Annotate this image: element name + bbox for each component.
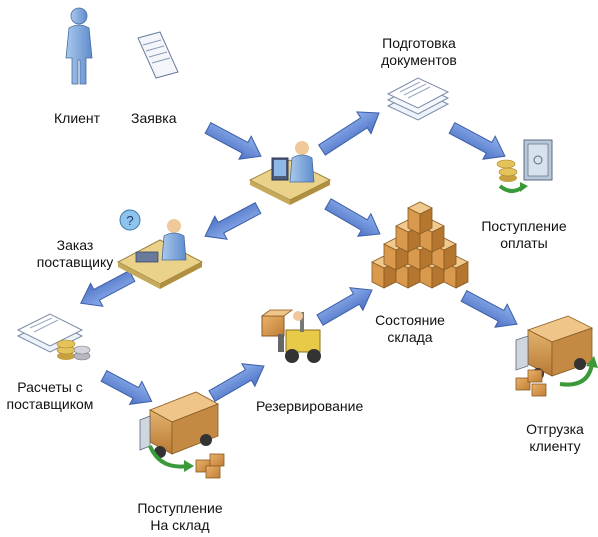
client-person-icon [65, 7, 93, 85]
request-document-icon [137, 31, 179, 79]
payment-line-1: Поступление [481, 218, 567, 234]
shipment-line-2: клиенту [529, 438, 581, 454]
settlements-docs-coins-icon [16, 313, 91, 361]
arrow-operator-to-supplier-order [204, 202, 262, 240]
documents-stack-icon [386, 77, 450, 121]
arrow-docs-to-payment [448, 122, 506, 160]
shipment-truck-icon [515, 315, 598, 397]
supplier-order-line-2: поставщику [36, 254, 114, 270]
prepare-docs-line-2: документов [381, 52, 457, 68]
receipt-line-1: Поступление [137, 500, 223, 516]
shipment-line-1: Отгрузка [526, 421, 584, 437]
receipt-label: Поступление На склад [130, 500, 230, 534]
settlements-line-1: Расчеты с [17, 379, 83, 395]
question-mark-icon: ? [126, 213, 133, 228]
prepare-docs-label: Подготовка документов [374, 35, 464, 69]
arrow-receipt-to-reservation [208, 363, 265, 402]
warehouse-boxes-icon [371, 201, 469, 289]
flow-arrows [80, 111, 518, 406]
payment-line-2: оплаты [500, 235, 548, 251]
prepare-docs-line-1: Подготовка [382, 35, 456, 51]
payment-label: Поступление оплаты [478, 218, 570, 252]
supplier-order-line-1: Заказ [56, 237, 94, 253]
arrow-reservation-to-warehouse [316, 287, 373, 326]
supplier-order-label: Заказ поставщику [28, 237, 122, 271]
supplier-order-operator-icon: ? [116, 209, 204, 289]
shipment-label: Отгрузка клиенту [512, 421, 598, 455]
arrow-warehouse-to-shipment [460, 290, 518, 328]
request-label: Заявка [131, 110, 177, 126]
reservation-label: Резервирование [256, 398, 364, 414]
payment-safe-icon [496, 139, 553, 193]
settlements-line-2: поставщиком [6, 396, 94, 412]
arrow-request-to-operator [204, 122, 262, 160]
arrow-operator-to-warehouse [324, 198, 381, 237]
receipt-line-2: На склад [150, 517, 210, 533]
receipt-truck-icon [139, 391, 225, 479]
client-label: Клиент [54, 110, 101, 126]
arrow-supplier-order-to-settlements [80, 270, 136, 307]
operator-computer-icon [248, 141, 332, 205]
warehouse-state-line-1: Состояние [375, 312, 445, 328]
arrow-operator-to-docs [318, 111, 380, 156]
settlements-label: Расчеты с поставщиком [0, 379, 100, 413]
warehouse-state-line-2: склада [387, 329, 433, 345]
arrow-settlements-to-receipt [100, 370, 153, 406]
warehouse-state-label: Состояние склада [364, 312, 456, 346]
forklift-icon [260, 309, 321, 363]
warehouse-box [407, 201, 433, 235]
